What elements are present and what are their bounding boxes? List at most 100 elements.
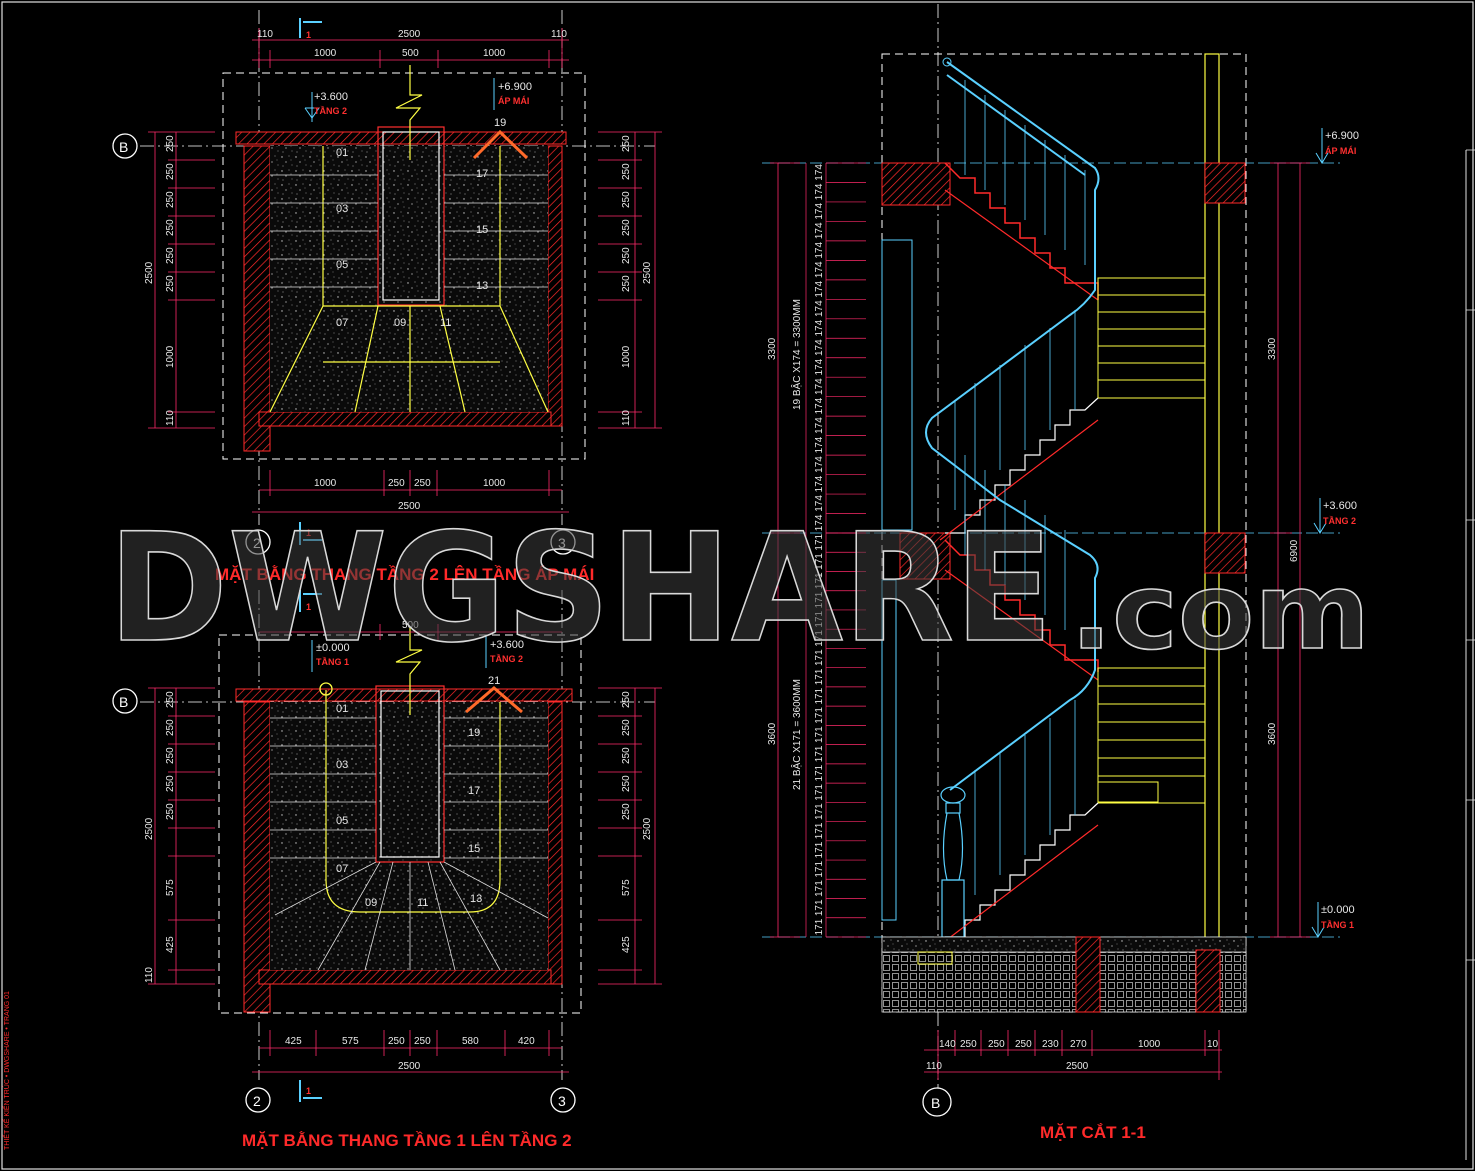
dimension-label: 250 <box>165 803 176 820</box>
titleblock-fragments <box>1466 149 1475 961</box>
step-number: 19 <box>494 117 506 129</box>
dimension-label: 425 <box>621 936 632 953</box>
dimension-label: 1000 <box>314 48 337 59</box>
dimension-label: 110 <box>926 1061 942 1072</box>
plan-bottom-boundary <box>218 634 582 1014</box>
svg-text:TẦNG 1: TẦNG 1 <box>316 657 349 667</box>
step-number: 07 <box>336 317 348 329</box>
flight-label: 21 BẬC X171 = 3600MM <box>790 679 803 790</box>
riser-label: 171 <box>814 572 825 589</box>
grid-bubble-2 <box>245 1087 271 1113</box>
plan-bottom-title: MẶT BẰNG THANG TẦNG 1 LÊN TẦNG 2 <box>242 1131 572 1150</box>
riser-label: 174 <box>814 397 825 414</box>
riser-label: 171 <box>814 630 825 647</box>
step-number: 07 <box>336 863 348 875</box>
grid-bubble-label: B <box>119 694 128 710</box>
riser-label: 174 <box>814 417 825 434</box>
level-mark: ±0.000 TẦNG 1 <box>1311 902 1355 938</box>
svg-text:1: 1 <box>306 30 311 40</box>
dimension-label: 2500 <box>1066 1061 1089 1072</box>
dimension-label: 500 <box>402 48 419 59</box>
dimension-label: 270 <box>1070 1039 1087 1050</box>
svg-text:1: 1 <box>306 1086 311 1096</box>
dimension-label: 1000 <box>483 48 506 59</box>
foundation <box>881 951 1247 1013</box>
step-number: 05 <box>336 815 348 827</box>
door-frame <box>881 579 897 921</box>
dimension-label: 250 <box>165 135 176 152</box>
dimension-label: 250 <box>621 219 632 236</box>
step-number: 11 <box>417 897 428 909</box>
wall-bottom <box>258 411 552 427</box>
plan-top-boundary <box>222 72 586 460</box>
handrail <box>925 61 1100 791</box>
slab-mid <box>1204 532 1246 574</box>
dimension-label: 575 <box>342 1036 359 1047</box>
dimension-label: 425 <box>285 1036 302 1047</box>
riser-label: 174 <box>814 436 825 453</box>
flight-label: 19 BẬC X174 = 3300MM <box>790 299 803 410</box>
level-mark: +3.600 TẦNG 2 <box>304 91 348 122</box>
grid-bubble-b <box>922 1087 952 1117</box>
dimension-label: 1000 <box>165 345 176 368</box>
level-mark: +3.600 TẦNG 2 <box>1313 498 1357 534</box>
wall-right <box>547 145 563 427</box>
svg-text:+6.900: +6.900 <box>498 81 532 93</box>
svg-text:TẦNG 2: TẦNG 2 <box>490 654 523 664</box>
section-cut-marker: 1 <box>299 590 322 612</box>
step-number: 09 <box>394 317 406 329</box>
landing-upper <box>1097 277 1206 399</box>
step-number: 17 <box>468 785 480 797</box>
footing <box>1075 936 1101 1013</box>
riser-label: 174 <box>814 456 825 473</box>
break-mark <box>395 628 423 715</box>
dimension-label: 1000 <box>1138 1039 1161 1050</box>
dimension-label: 2500 <box>398 29 421 40</box>
stringer-lower <box>944 539 1099 672</box>
dimension-label: 250 <box>165 691 176 708</box>
step-number: 19 <box>468 727 480 739</box>
step-number: 21 <box>488 675 500 687</box>
stair-floor <box>270 146 548 412</box>
dimension-label: 250 <box>165 191 176 208</box>
level-mark: ±0.000 TẦNG 1 <box>311 640 350 672</box>
riser-label: 171 <box>814 649 825 666</box>
wall-left <box>243 145 271 452</box>
watermark: DWGSHARE <box>108 502 1053 676</box>
riser-label: 171 <box>814 745 825 762</box>
riser-label: 174 <box>814 261 825 278</box>
riser-label: 171 <box>814 591 825 608</box>
section-cut-marker: 1 <box>299 18 322 40</box>
riser-label: 171 <box>814 668 825 685</box>
dimension-label: 250 <box>165 747 176 764</box>
dimension-label: 250 <box>165 275 176 292</box>
landing-lower <box>1097 667 1206 804</box>
wall-top <box>235 131 567 145</box>
svg-text:TẦNG 2: TẦNG 2 <box>1323 516 1356 526</box>
riser-label: 171 <box>814 533 825 550</box>
dimension-label: 250 <box>621 191 632 208</box>
riser-label: 174 <box>814 358 825 375</box>
plan-top: 01 03 05 07 09 11 13 15 17 19 +3.600 TẦN… <box>112 10 662 555</box>
dimension-label: 250 <box>165 719 176 736</box>
handrail <box>946 74 1086 176</box>
dimension-label: 250 <box>988 1039 1005 1050</box>
riser-ticks: 1741741741741741741741741741741741741741… <box>814 162 866 938</box>
footing-step <box>917 951 953 965</box>
dimension-label: 2500 <box>398 501 421 512</box>
svg-text:TẦNG 2: TẦNG 2 <box>314 106 347 116</box>
riser-label: 171 <box>814 784 825 801</box>
plan-top-title: MẶT BẰNG THANG TẦNG 2 LÊN TẦNG ÁP MÁI <box>215 565 594 584</box>
svg-text:ÁP MÁI: ÁP MÁI <box>1325 146 1356 156</box>
dimension-label: 1000 <box>314 478 337 489</box>
step-number: 15 <box>476 224 488 236</box>
dimension-label: 2500 <box>642 261 653 284</box>
dimension-label: 250 <box>165 247 176 264</box>
svg-text:+3.600: +3.600 <box>314 91 348 103</box>
section-title: MẶT CẮT 1-1 <box>1040 1123 1146 1142</box>
riser-label: 174 <box>814 242 825 259</box>
svg-text:TẦNG 1: TẦNG 1 <box>1321 920 1354 930</box>
dimension-label: 3300 <box>767 337 778 360</box>
door-frame <box>881 239 913 531</box>
